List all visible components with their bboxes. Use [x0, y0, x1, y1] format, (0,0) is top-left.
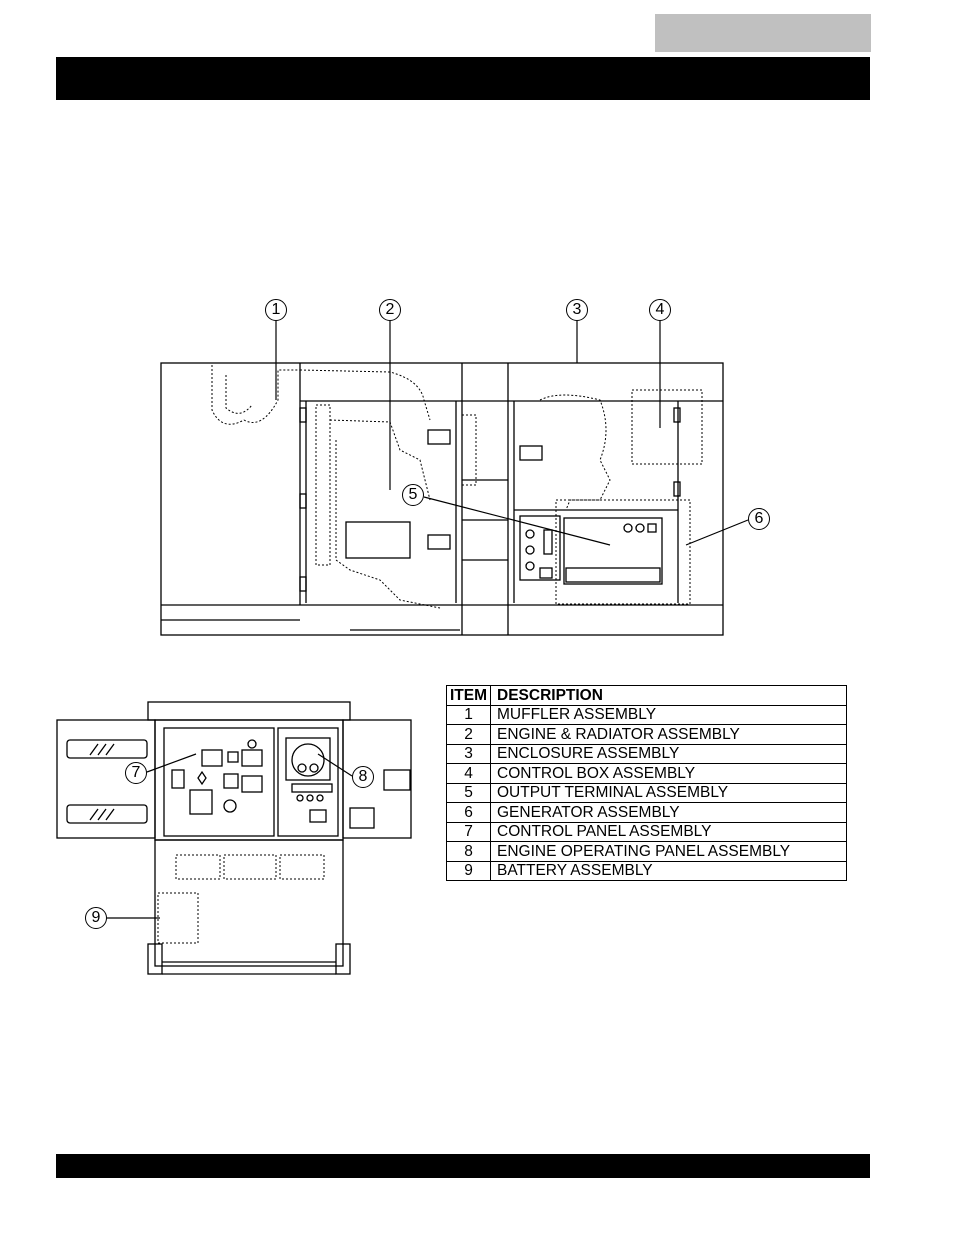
footer-bar [56, 1154, 870, 1178]
table-header-row: ITEM DESCRIPTION [447, 686, 847, 706]
callout-9: 9 [85, 907, 107, 929]
callout-8: 8 [352, 766, 374, 788]
callout-4: 4 [649, 299, 671, 321]
callout-6: 6 [748, 508, 770, 530]
row-description: ENGINE & RADIATOR ASSEMBLY [491, 725, 847, 745]
row-item: 4 [447, 764, 491, 784]
row-description: GENERATOR ASSEMBLY [491, 803, 847, 823]
row-item: 2 [447, 725, 491, 745]
callout-2: 2 [379, 299, 401, 321]
row-description: ENCLOSURE ASSEMBLY [491, 744, 847, 764]
row-description: BATTERY ASSEMBLY [491, 861, 847, 881]
table-header-item: ITEM [447, 686, 491, 706]
enclosure-outline [161, 363, 723, 635]
row-item: 8 [447, 842, 491, 862]
callout-7: 7 [125, 762, 147, 784]
row-item: 1 [447, 705, 491, 725]
row-description: OUTPUT TERMINAL ASSEMBLY [491, 783, 847, 803]
row-item: 5 [447, 783, 491, 803]
row-description: MUFFLER ASSEMBLY [491, 705, 847, 725]
callout-1: 1 [265, 299, 287, 321]
row-item: 6 [447, 803, 491, 823]
row-item: 9 [447, 861, 491, 881]
row-description: ENGINE OPERATING PANEL ASSEMBLY [491, 842, 847, 862]
callout-3: 3 [566, 299, 588, 321]
row-description: CONTROL PANEL ASSEMBLY [491, 822, 847, 842]
row-item: 7 [447, 822, 491, 842]
table-header-description: DESCRIPTION [491, 686, 847, 706]
row-item: 3 [447, 744, 491, 764]
callout-5: 5 [402, 484, 424, 506]
row-description: CONTROL BOX ASSEMBLY [491, 764, 847, 784]
front-top-roof [148, 702, 350, 720]
